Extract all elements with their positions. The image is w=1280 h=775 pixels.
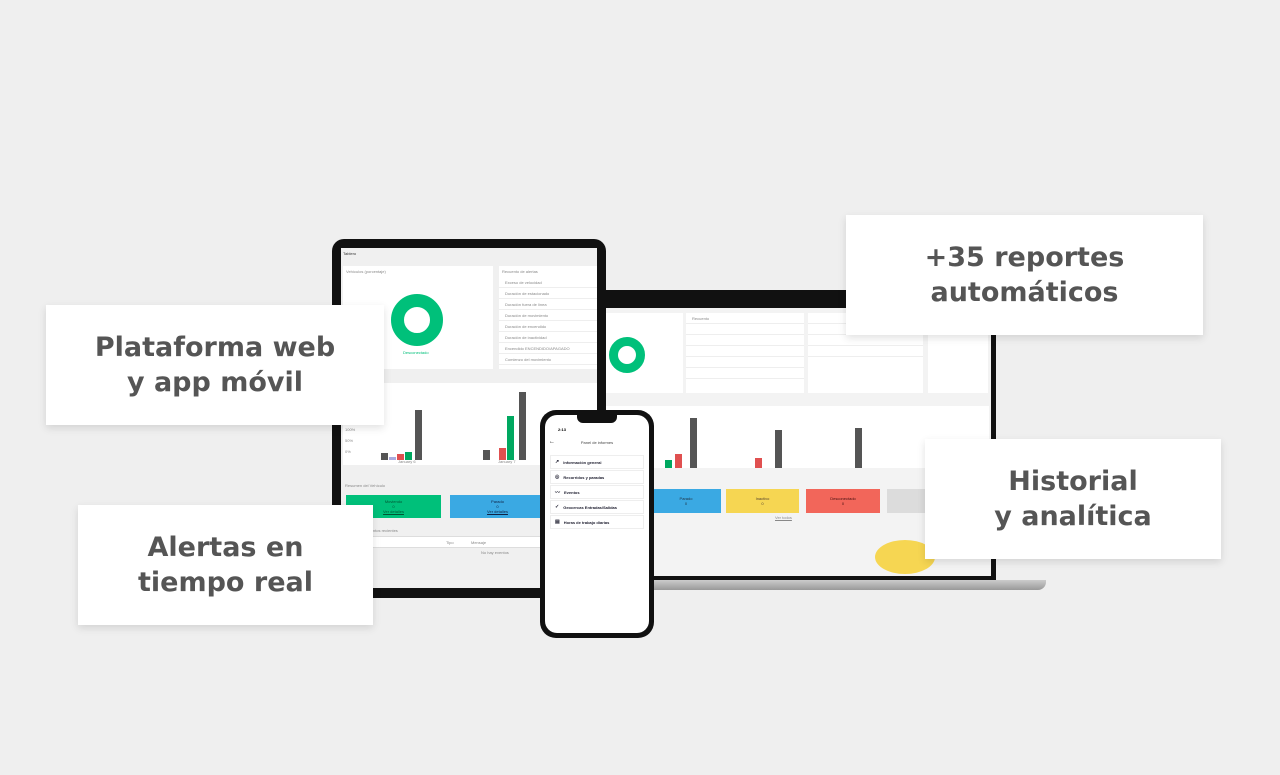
card-value: 0 — [761, 501, 764, 506]
see-all-link[interactable]: Ver todos — [775, 515, 792, 520]
report-menu-item[interactable]: 〰Eventos — [550, 485, 644, 499]
alert-row: Duración de encendido — [499, 321, 597, 332]
card-label: Inactivo — [755, 496, 770, 501]
report-icon: ▤ — [555, 519, 560, 525]
alert-row: Duración de inactividad — [499, 332, 597, 343]
vehicles-title: Vehículos (porcentaje) — [346, 269, 386, 274]
alerts-title: Recuento de alertas — [502, 269, 538, 274]
report-menu-item[interactable]: ◎Recorridos y paradas — [550, 470, 644, 484]
report-menu-item[interactable]: ✓Geocercas Entradas/Salidas — [550, 500, 644, 514]
card-label: Parado — [679, 496, 693, 501]
report-label: Información general — [563, 459, 602, 465]
card-label: Desconectado — [830, 496, 856, 501]
donut-chart — [391, 294, 443, 346]
report-menu-item[interactable]: ▤Horas de trabajo diarias — [550, 515, 644, 529]
report-label: Horas de trabajo diarias — [563, 519, 610, 525]
label-web-app: Plataforma web y app móvil — [46, 305, 384, 425]
alert-row: Duración de estacionado — [499, 288, 597, 299]
card-value: 0 — [841, 501, 845, 506]
label-history: Historial y analítica — [925, 439, 1221, 559]
laptop-base — [580, 580, 1046, 590]
empty-state: No hay eventos — [481, 550, 509, 555]
donut-label: Desconectado — [403, 350, 429, 355]
alert-row: Comienzo del movimiento — [499, 354, 597, 365]
report-label: Recorridos y paradas — [563, 474, 605, 480]
status-time: 2:13 — [558, 427, 567, 432]
report-menu-item[interactable]: ↗Información general — [550, 455, 644, 469]
alert-row: Exceso de velocidad — [499, 277, 597, 288]
laptop-bar-chart — [605, 406, 989, 468]
report-icon: ◎ — [555, 474, 560, 480]
phone: 2:13 ← Panel de informes ↗Información ge… — [540, 410, 654, 638]
events-title: Eventos recientes — [366, 528, 398, 533]
alert-row: Encendido ENCENDIDO/APAGADO — [499, 343, 597, 354]
label-alerts: Alertas en tiempo real — [78, 505, 373, 625]
report-label: Geocercas Entradas/Salidas — [563, 504, 618, 510]
report-label: Eventos — [564, 489, 580, 495]
donut-chart — [609, 337, 645, 373]
alert-row: Duración fuera de línea — [499, 299, 597, 310]
label-reports: +35 reportes automáticos — [846, 215, 1203, 335]
phone-title: Panel de informes — [580, 440, 614, 445]
card-value: 0 — [684, 501, 688, 506]
tablet-title: Tablero — [343, 251, 357, 256]
report-icon: 〰 — [555, 489, 561, 496]
report-icon: ✓ — [555, 504, 560, 510]
report-icon: ↗ — [555, 459, 560, 465]
alert-row: Duración de movimiento — [499, 310, 597, 321]
back-arrow-icon[interactable]: ← — [549, 439, 555, 445]
summary-title: Resumen del Vehículo — [345, 483, 386, 488]
